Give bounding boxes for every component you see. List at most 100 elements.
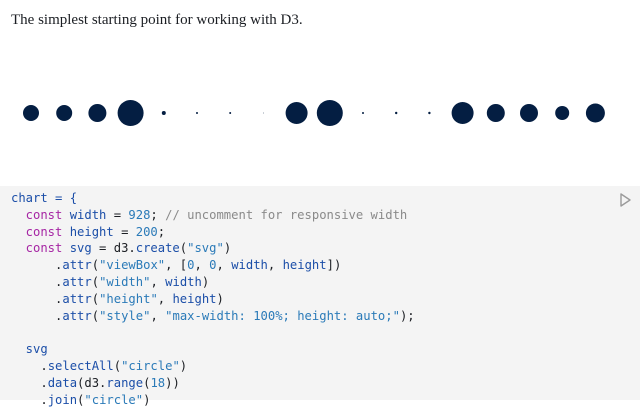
code-token: attr xyxy=(62,274,92,289)
code-token: height xyxy=(69,224,114,239)
code-token: chart = { xyxy=(11,191,78,205)
data-circle xyxy=(229,112,232,114)
code-line: .selectAll("circle") xyxy=(11,359,187,373)
code-token: 0 xyxy=(209,258,217,273)
code-token: width xyxy=(69,207,107,222)
code-cell[interactable]: chart = { const width = 928; // uncommen… xyxy=(0,186,640,407)
code-token: . xyxy=(11,375,48,390)
code-token: . xyxy=(11,291,63,306)
code-token: = xyxy=(106,207,129,222)
code-token: ) xyxy=(223,241,232,256)
code-token: width xyxy=(165,274,202,289)
code-line: .attr("height", height) xyxy=(11,292,224,306)
data-circle xyxy=(555,106,570,120)
code-token: , xyxy=(150,274,166,289)
data-circle xyxy=(285,102,308,124)
code-token: = xyxy=(113,224,136,239)
code-token: "svg" xyxy=(187,241,224,256)
data-circle xyxy=(451,102,474,124)
code-line: .data(d3.range(18)) xyxy=(11,375,180,390)
code-token: height xyxy=(172,291,217,306)
data-circle xyxy=(486,104,505,122)
data-circle xyxy=(196,112,198,114)
code-token: "style" xyxy=(99,308,151,323)
code-line: const svg = d3.create("svg") xyxy=(11,241,231,255)
code-token: (d3. xyxy=(77,375,107,390)
code-token: "viewBox" xyxy=(99,258,166,273)
code-token: ; xyxy=(150,207,166,222)
code-token: attr xyxy=(62,308,92,323)
data-circle xyxy=(585,103,605,123)
code-token: data xyxy=(47,375,78,390)
code-line: chart = { xyxy=(11,191,77,205)
code-token: ]) xyxy=(326,258,342,273)
code-token: , xyxy=(157,291,173,306)
code-line: const height = 200; xyxy=(11,225,165,239)
code-token: ( xyxy=(113,358,122,373)
code-token: ; xyxy=(157,224,166,239)
code-token: )) xyxy=(165,375,180,390)
code-token: const xyxy=(11,241,70,256)
code-token: const xyxy=(11,224,70,239)
code-token: attr xyxy=(62,258,92,273)
data-circle xyxy=(395,111,398,115)
code-line: const width = 928; // uncomment for resp… xyxy=(11,207,408,222)
data-circle xyxy=(362,112,364,114)
data-circle xyxy=(117,100,144,126)
code-token: create xyxy=(135,241,180,256)
code-line: .attr("style", "max-width: 100%; height:… xyxy=(11,309,415,323)
code-token: ( xyxy=(91,308,100,323)
data-circle xyxy=(428,111,431,115)
code-token: . xyxy=(11,308,63,323)
code-token: range xyxy=(106,375,144,390)
code-token: ( xyxy=(91,258,100,273)
data-circle xyxy=(88,104,107,122)
data-circle xyxy=(161,111,166,115)
code-token: ) xyxy=(201,274,210,289)
code-token: ( xyxy=(179,241,188,256)
run-icon[interactable] xyxy=(618,192,632,208)
code-token: . xyxy=(11,358,48,373)
code-token: width xyxy=(231,258,268,273)
intro-text: The simplest starting point for working … xyxy=(11,12,303,28)
code-token: = d3. xyxy=(91,241,136,256)
code-line: svg xyxy=(11,342,48,356)
code-token: "height" xyxy=(99,291,158,306)
code-token: 18 xyxy=(150,375,166,390)
code-line: .attr("width", width) xyxy=(11,275,209,289)
code-token: height xyxy=(282,258,327,273)
code-token: , xyxy=(150,308,166,323)
code-token: . xyxy=(11,258,63,273)
code-token: ( xyxy=(91,274,100,289)
code-token: . xyxy=(11,274,63,289)
code-token: ( xyxy=(91,291,100,306)
data-circle xyxy=(263,112,264,114)
code-token: svg xyxy=(11,342,48,357)
code-token: selectAll xyxy=(47,358,114,373)
data-circle xyxy=(316,100,343,126)
code-token: ); xyxy=(399,308,415,323)
code-editor[interactable]: chart = { const width = 928; // uncommen… xyxy=(0,186,640,408)
code-token: , xyxy=(194,258,210,273)
code-token: const xyxy=(11,207,70,222)
code-token: , xyxy=(216,258,232,273)
code-token: 928 xyxy=(128,207,151,222)
code-token: , [ xyxy=(165,258,188,273)
code-token: ) xyxy=(216,291,224,306)
code-token: 0 xyxy=(187,258,195,273)
circles-chart xyxy=(23,100,605,126)
code-token: "max-width: 100%; height: auto;" xyxy=(165,308,400,323)
code-line: .attr("viewBox", [0, 0, width, height]) xyxy=(11,258,341,272)
code-token: ( xyxy=(143,375,151,390)
code-token: svg xyxy=(69,241,92,256)
data-circle xyxy=(23,105,39,121)
data-circle xyxy=(56,105,73,121)
code-token: ) xyxy=(179,358,188,373)
code-token: "width" xyxy=(99,274,151,289)
code-token: , xyxy=(267,258,283,273)
code-token: "circle" xyxy=(121,358,180,373)
data-circle xyxy=(520,104,538,122)
code-token: 200 xyxy=(135,224,158,239)
code-token: // uncomment for responsive width xyxy=(165,207,408,222)
code-token: attr xyxy=(62,291,92,306)
